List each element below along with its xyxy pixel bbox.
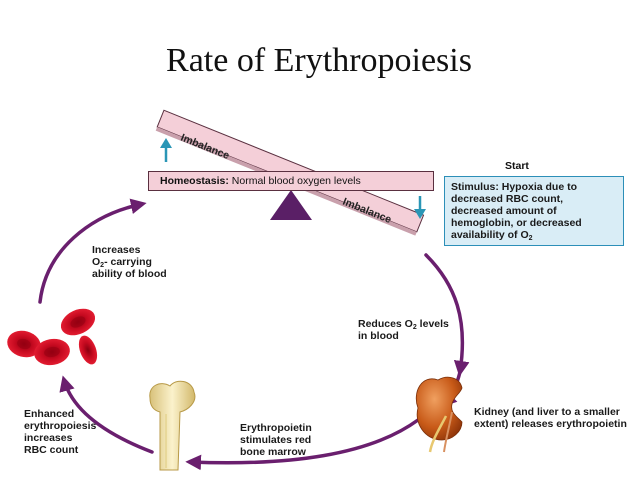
arrow-stimulus-to-reduces <box>424 253 470 377</box>
reduces-o2-label: Reduces O2 levels in blood <box>358 318 449 342</box>
fulcrum <box>270 190 312 220</box>
increases-o2-carrying-label: Increases O2- carrying ability of blood <box>92 244 167 280</box>
stimulus-line-1: Stimulus: Hypoxia due to <box>451 181 578 193</box>
kidney-illustration <box>415 376 463 453</box>
stimulus-line-2: decreased RBC count, <box>451 193 564 205</box>
homeostasis-label-text: Normal blood oxygen levels <box>228 175 361 187</box>
arrow-bone-to-rbc <box>59 375 154 454</box>
bone-marrow-illustration <box>149 380 196 471</box>
arrow-kidney-to-bone <box>185 418 420 471</box>
imbalance-down-arrow <box>414 196 426 219</box>
stimulus-line-5: availability of O2 <box>451 229 533 242</box>
kidney-label: Kidney (and liver to a smaller extent) r… <box>474 406 627 430</box>
slide-title: Rate of Erythropoiesis <box>166 42 472 79</box>
homeostasis-label: Homeostasis: Normal blood oxygen levels <box>160 175 361 187</box>
start-label: Start <box>505 160 529 172</box>
red-blood-cells <box>7 308 98 366</box>
stimulus-box: Stimulus: Hypoxia due to decreased RBC c… <box>444 176 624 246</box>
stimulus-line-3: decreased amount of <box>451 205 557 217</box>
homeostasis-bar <box>148 171 434 191</box>
imbalance-up-arrow <box>160 138 172 162</box>
erythropoietin-label: Erythropoietin stimulates red bone marro… <box>240 422 312 458</box>
homeostasis-label-bold: Homeostasis: <box>160 175 229 187</box>
enhanced-erythropoiesis-label: Enhanced erythropoiesis increases RBC co… <box>24 408 97 456</box>
arrow-rbc-to-homeostasis <box>38 198 147 304</box>
stimulus-line-4: hemoglobin, or decreased <box>451 217 582 229</box>
